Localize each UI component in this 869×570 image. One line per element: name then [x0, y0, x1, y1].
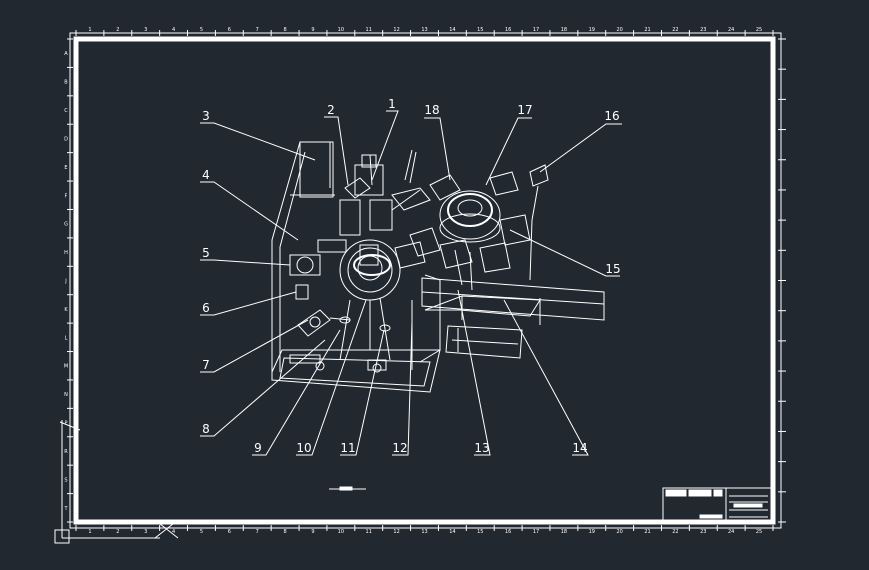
callout-label-14: 14 — [572, 441, 587, 455]
ruler-label: K — [64, 307, 68, 313]
ruler-label: N — [64, 392, 68, 398]
ruler-label: S — [64, 477, 67, 483]
ruler-label: E — [64, 165, 67, 171]
ruler-label: 21 — [644, 529, 650, 535]
ruler-label: 7 — [256, 27, 259, 33]
left-ruler: A B C D E F G H J K L M N P R S T — [63, 38, 73, 523]
ruler-label: 15 — [477, 27, 483, 33]
ruler-label: 6 — [228, 529, 231, 535]
ruler-label: C — [64, 108, 68, 114]
ruler-label: 24 — [728, 27, 734, 33]
ruler-label: 23 — [700, 529, 706, 535]
ruler-label: 17 — [533, 27, 539, 33]
ruler-label: 11 — [366, 27, 372, 33]
ruler-label: 13 — [421, 27, 427, 33]
callout-label-10: 10 — [296, 441, 311, 455]
ruler-label: 21 — [644, 27, 650, 33]
ruler-label: A — [64, 51, 68, 57]
ruler-label: 10 — [338, 529, 344, 535]
callout-label-12: 12 — [392, 441, 407, 455]
callout-label-9: 9 — [254, 441, 262, 455]
ruler-label: 18 — [561, 529, 567, 535]
ruler-label: 8 — [284, 27, 287, 33]
callout-label-3: 3 — [202, 109, 210, 123]
callout-leaders — [200, 110, 622, 456]
ruler-label: 9 — [311, 27, 314, 33]
ruler-label: 6 — [228, 27, 231, 33]
ruler-label: 25 — [756, 529, 762, 535]
ruler-label: 10 — [338, 27, 344, 33]
machine-assembly — [271, 141, 605, 393]
callout-label-6: 6 — [202, 301, 210, 315]
callout-label-11: 11 — [340, 441, 355, 455]
ruler-label: 4 — [172, 27, 175, 33]
ruler-label: L — [65, 335, 68, 341]
ruler-label: 4 — [172, 529, 175, 535]
ruler-label: 24 — [728, 529, 734, 535]
ruler-label: 25 — [756, 27, 762, 33]
ruler-label: 1 — [88, 27, 91, 33]
scale-bar — [329, 486, 366, 491]
ruler-label: 19 — [589, 27, 595, 33]
ruler-label: 1 — [88, 529, 91, 535]
ruler-label: 19 — [589, 529, 595, 535]
ucs-icon — [54, 420, 179, 544]
ruler-label: M — [64, 364, 68, 370]
ruler-label: 2 — [116, 27, 119, 33]
callout-labels: 1 2 3 4 5 6 7 8 9 10 11 12 13 14 15 16 1… — [202, 97, 620, 455]
ruler-label: 5 — [200, 529, 203, 535]
ruler-label: 14 — [449, 529, 455, 535]
ruler-label: D — [64, 136, 68, 142]
ruler-label: 13 — [421, 529, 427, 535]
ruler-label: J — [64, 279, 66, 285]
callout-label-8: 8 — [202, 422, 210, 436]
callout-label-5: 5 — [202, 246, 210, 260]
ruler-label: R — [64, 449, 68, 455]
callout-label-2: 2 — [327, 103, 335, 117]
ruler-label: 16 — [505, 27, 511, 33]
ruler-label: 8 — [284, 529, 287, 535]
ruler-label: 9 — [311, 529, 314, 535]
ruler-label: B — [64, 80, 68, 86]
ruler-label: T — [63, 506, 68, 512]
right-ruler — [778, 38, 786, 523]
ruler-label: 14 — [449, 27, 455, 33]
ruler-label: G — [64, 222, 68, 228]
callout-label-15: 15 — [605, 262, 620, 276]
ruler-label: F — [65, 193, 68, 199]
ruler-label: H — [64, 250, 68, 256]
title-block — [662, 487, 773, 524]
callout-label-13: 13 — [474, 441, 489, 455]
ruler-label: 22 — [672, 529, 678, 535]
ruler-label: 7 — [256, 529, 259, 535]
callout-label-18: 18 — [424, 103, 439, 117]
ruler-label: P — [64, 421, 67, 427]
ruler-label: 3 — [144, 27, 147, 33]
ruler-label: 16 — [505, 529, 511, 535]
callout-label-7: 7 — [202, 358, 210, 372]
ruler-label: 15 — [477, 529, 483, 535]
callout-label-16: 16 — [604, 109, 619, 123]
ruler-label: 11 — [366, 529, 372, 535]
ruler-label: 2 — [116, 529, 119, 535]
ruler-label: 12 — [393, 27, 399, 33]
callout-label-4: 4 — [202, 168, 210, 182]
ruler-label: 5 — [200, 27, 203, 33]
ruler-label: 3 — [144, 529, 147, 535]
ruler-label: 17 — [533, 529, 539, 535]
callout-label-1: 1 — [388, 97, 396, 111]
ruler-label: 20 — [616, 27, 622, 33]
ruler-label: 23 — [700, 27, 706, 33]
ruler-label: 18 — [561, 27, 567, 33]
ruler-label: 12 — [393, 529, 399, 535]
ruler-label: 22 — [672, 27, 678, 33]
callout-label-17: 17 — [517, 103, 532, 117]
ruler-label: 20 — [616, 529, 622, 535]
